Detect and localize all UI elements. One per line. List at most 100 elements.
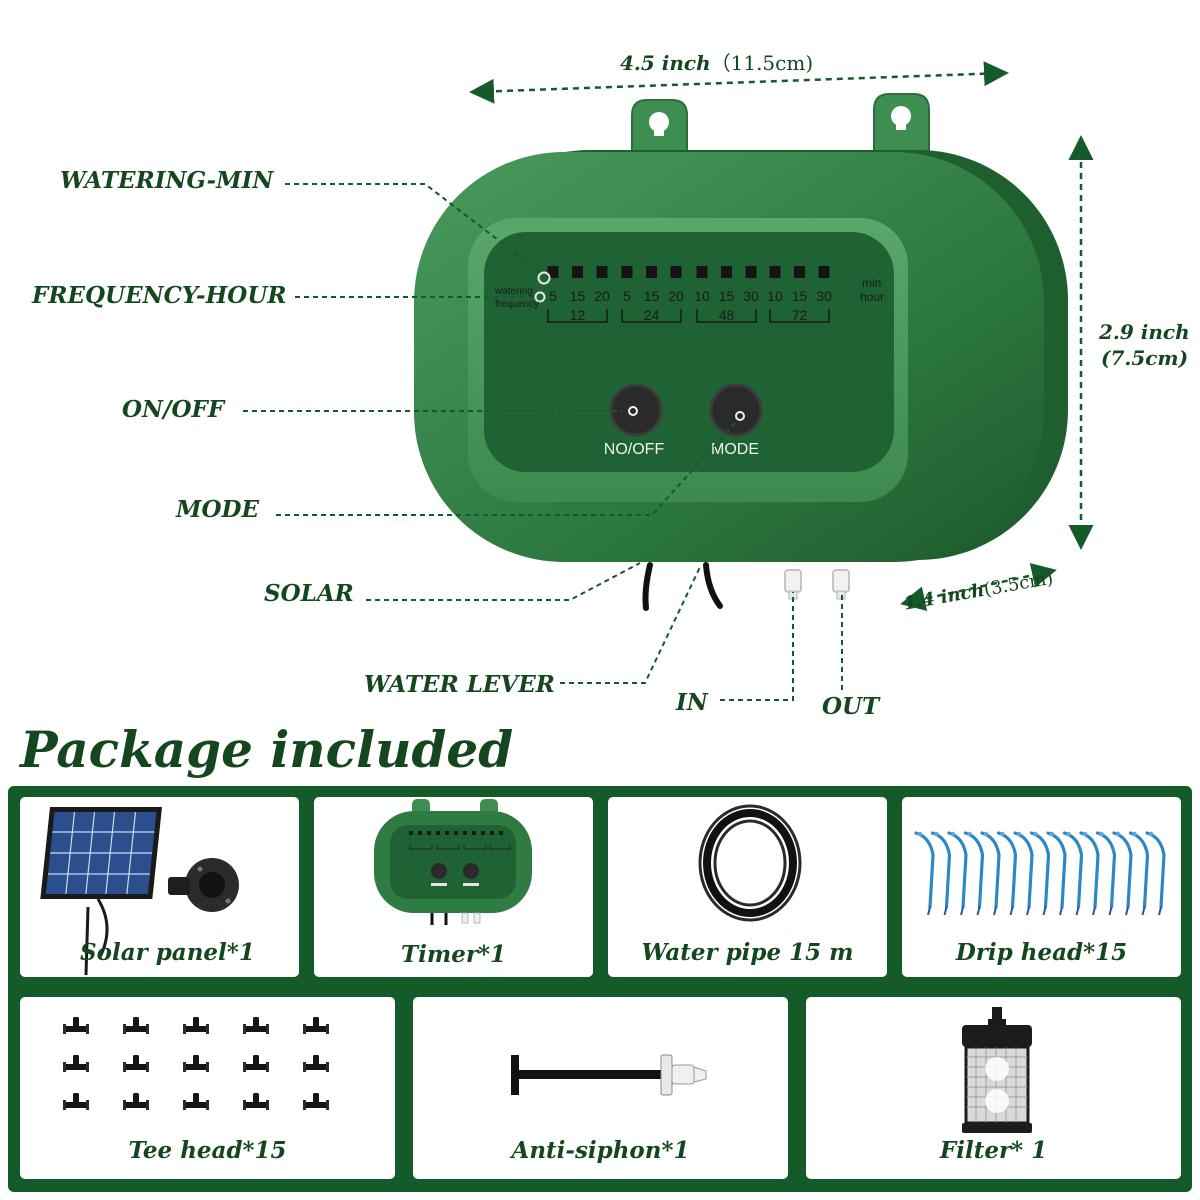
drip-head <box>914 831 935 916</box>
watering-min-callout: WATERING-MIN <box>60 167 274 194</box>
minute-label: 15 <box>644 288 660 304</box>
indicator-led <box>596 266 608 278</box>
width-cm: （11.5cm) <box>710 51 814 75</box>
drip-head <box>1095 831 1117 916</box>
drip-head-label: Drip head*15 <box>955 939 1128 966</box>
tee-head <box>123 1093 149 1110</box>
drip-head <box>980 831 1001 916</box>
unit-hour-label: hour <box>860 290 884 304</box>
package-item-tee-head: Tee head*15 <box>20 997 395 1179</box>
indicator-led <box>621 266 633 278</box>
watering-led <box>537 271 551 285</box>
drip-head <box>930 831 952 916</box>
drip-head <box>1128 831 1150 916</box>
drip-head <box>947 831 968 916</box>
hour-group-label: 24 <box>644 307 660 323</box>
indicator-led <box>646 266 657 278</box>
tee-head-icon <box>63 1017 329 1110</box>
package-item-anti-siphon: Anti-siphon*1 <box>413 997 788 1179</box>
solar-cables <box>642 562 723 611</box>
tee-head <box>243 1017 269 1034</box>
minute-label: 15 <box>570 288 586 304</box>
in-nozzle <box>784 569 802 600</box>
out-nozzle <box>832 569 850 600</box>
on-off-button[interactable] <box>609 383 663 437</box>
frequency-hour-callout: FREQUENCY-HOUR <box>32 282 287 309</box>
filter-label: Filter* 1 <box>939 1137 1048 1164</box>
drip-head <box>1046 831 1067 916</box>
drip-head-icon <box>914 831 1166 916</box>
mode-button[interactable] <box>709 383 763 437</box>
package-item-filter: Filter* 1 <box>806 997 1181 1179</box>
width-dimension: 4.5 inch（11.5cm) <box>620 47 813 76</box>
tee-head <box>63 1055 89 1072</box>
mode-button-dot <box>735 411 745 421</box>
anti-siphon-label: Anti-siphon*1 <box>511 1137 690 1164</box>
indicator-led <box>818 266 830 278</box>
tee-head <box>123 1055 149 1072</box>
minute-label: 10 <box>694 288 710 304</box>
hour-group-bracket <box>769 309 830 323</box>
tee-head <box>303 1093 329 1110</box>
tee-head <box>123 1017 149 1034</box>
on-off-callout: ON/OFF <box>122 396 225 423</box>
indicator-leds <box>547 266 830 278</box>
tee-head <box>183 1093 209 1110</box>
mode-callout: MODE <box>176 496 259 523</box>
tee-head-label: Tee head*15 <box>128 1137 287 1164</box>
drip-head <box>963 831 985 916</box>
hour-group-label: 12 <box>570 307 586 323</box>
on-off-button-dot <box>628 406 638 416</box>
water-pipe-icon <box>698 804 802 922</box>
water-pipe-label: Water pipe 15 m <box>641 939 854 966</box>
package-item-timer: Timer*1 <box>314 797 593 977</box>
indicator-led <box>745 266 757 278</box>
solar-panel-label: Solar panel*1 <box>80 939 255 966</box>
tee-head <box>243 1093 269 1110</box>
callout-leaders <box>243 183 843 701</box>
hour-group-label: 72 <box>792 307 808 323</box>
hour-group-bracket <box>547 309 608 323</box>
watering-min-leader <box>285 183 541 273</box>
minute-label: 5 <box>623 288 631 304</box>
water-lever-leader <box>560 566 701 684</box>
height-dimension-cm: (7.5cm) <box>1101 346 1189 370</box>
hour-group-bracket <box>621 309 682 323</box>
timer-label: Timer*1 <box>401 941 506 968</box>
hour-group-brackets <box>547 309 830 323</box>
drip-head <box>996 831 1018 916</box>
solar-callout: SOLAR <box>264 580 354 607</box>
hour-group-bracket <box>696 309 757 323</box>
solar-leader <box>366 562 641 601</box>
hour-group-label: 48 <box>719 307 735 323</box>
tee-head <box>303 1017 329 1034</box>
tee-head <box>243 1055 269 1072</box>
tee-head <box>303 1055 329 1072</box>
minute-label: 15 <box>719 288 735 304</box>
timer-icon <box>374 799 532 925</box>
drip-head <box>1112 831 1133 916</box>
package-item-water-pipe: Water pipe 15 m <box>608 797 887 977</box>
dimension-arrows <box>469 61 1094 611</box>
minute-label: 5 <box>549 288 557 304</box>
minute-label: 30 <box>743 288 759 304</box>
tee-head <box>183 1055 209 1072</box>
mode-button-label: MODE <box>711 441 759 458</box>
minute-label: 20 <box>668 288 684 304</box>
indicator-led <box>794 266 805 278</box>
tee-head <box>63 1093 89 1110</box>
drip-head <box>1145 831 1166 916</box>
drip-head <box>1029 831 1051 916</box>
timer-device <box>414 150 1068 562</box>
indicator-led <box>572 266 583 278</box>
minute-label: 10 <box>767 288 783 304</box>
indicator-led <box>547 266 559 278</box>
indicator-led <box>696 266 708 278</box>
frequency-led <box>534 291 546 303</box>
in-leader <box>720 592 794 701</box>
width-inch: 4.5 inch <box>620 51 711 75</box>
package-title: Package included <box>20 720 514 779</box>
water-lever-callout: WATER LEVER <box>364 671 555 698</box>
drip-head <box>1079 831 1100 916</box>
